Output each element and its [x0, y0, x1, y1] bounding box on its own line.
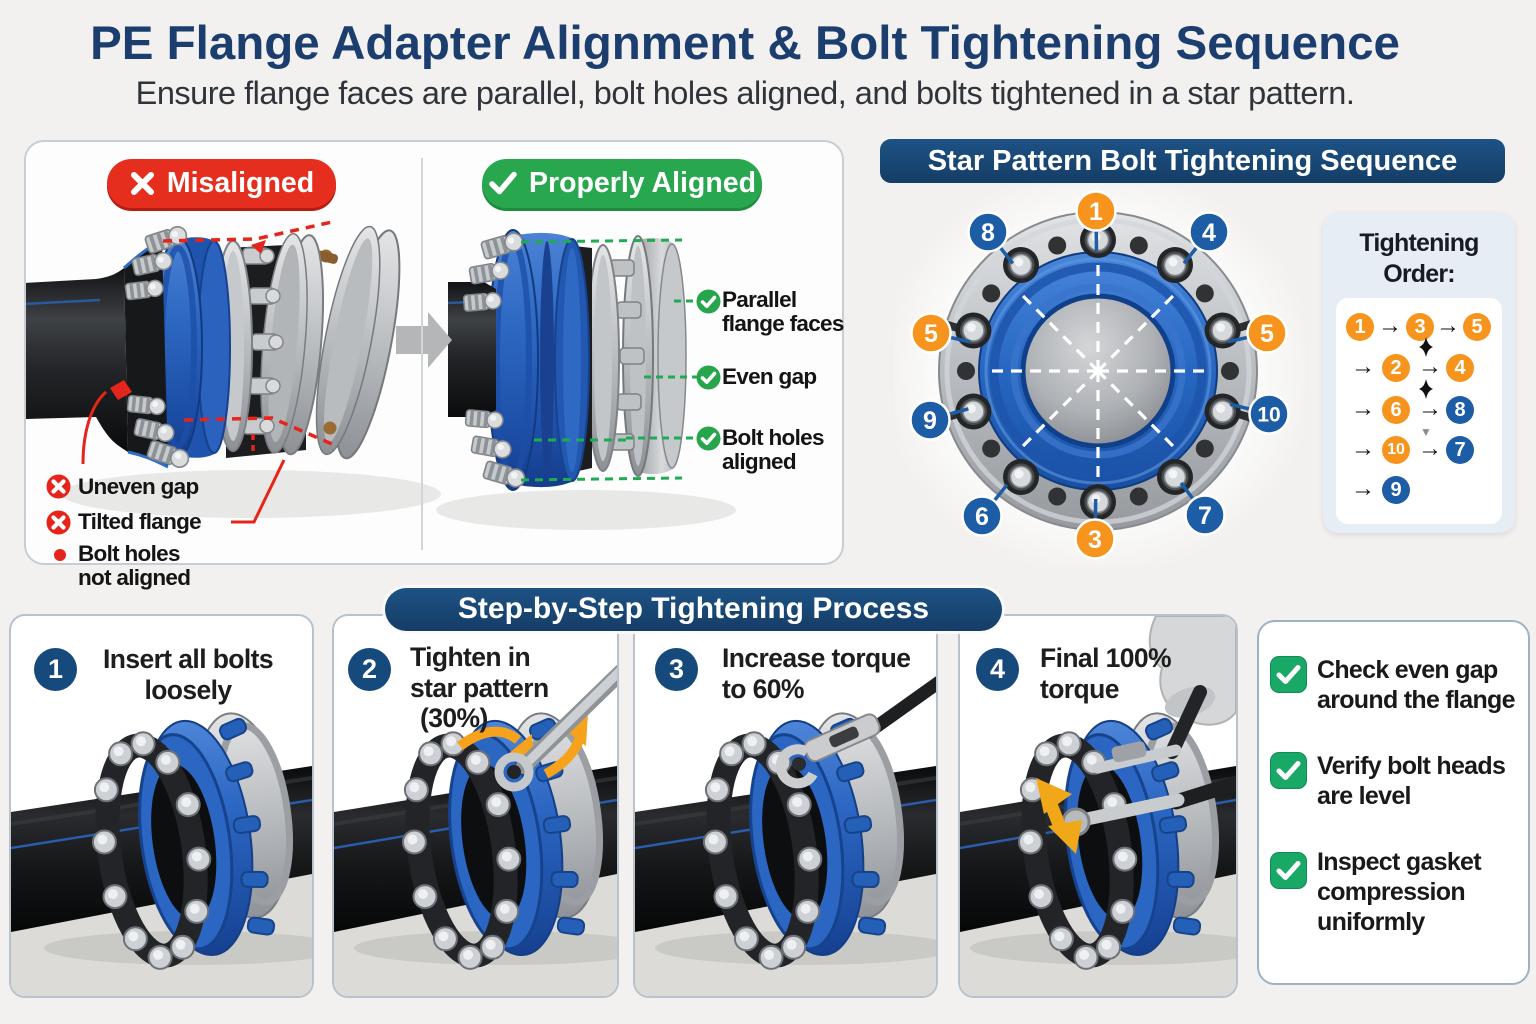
svg-text:7: 7: [1198, 502, 1212, 530]
svg-text:10: 10: [1257, 403, 1280, 426]
svg-text:6: 6: [975, 503, 989, 531]
svg-text:9: 9: [923, 407, 937, 435]
svg-text:4: 4: [1202, 219, 1216, 247]
svg-text:5: 5: [924, 320, 938, 348]
svg-text:3: 3: [1088, 526, 1102, 554]
svg-text:8: 8: [981, 219, 995, 247]
svg-text:5: 5: [1260, 320, 1274, 348]
svg-text:1: 1: [1089, 198, 1103, 226]
